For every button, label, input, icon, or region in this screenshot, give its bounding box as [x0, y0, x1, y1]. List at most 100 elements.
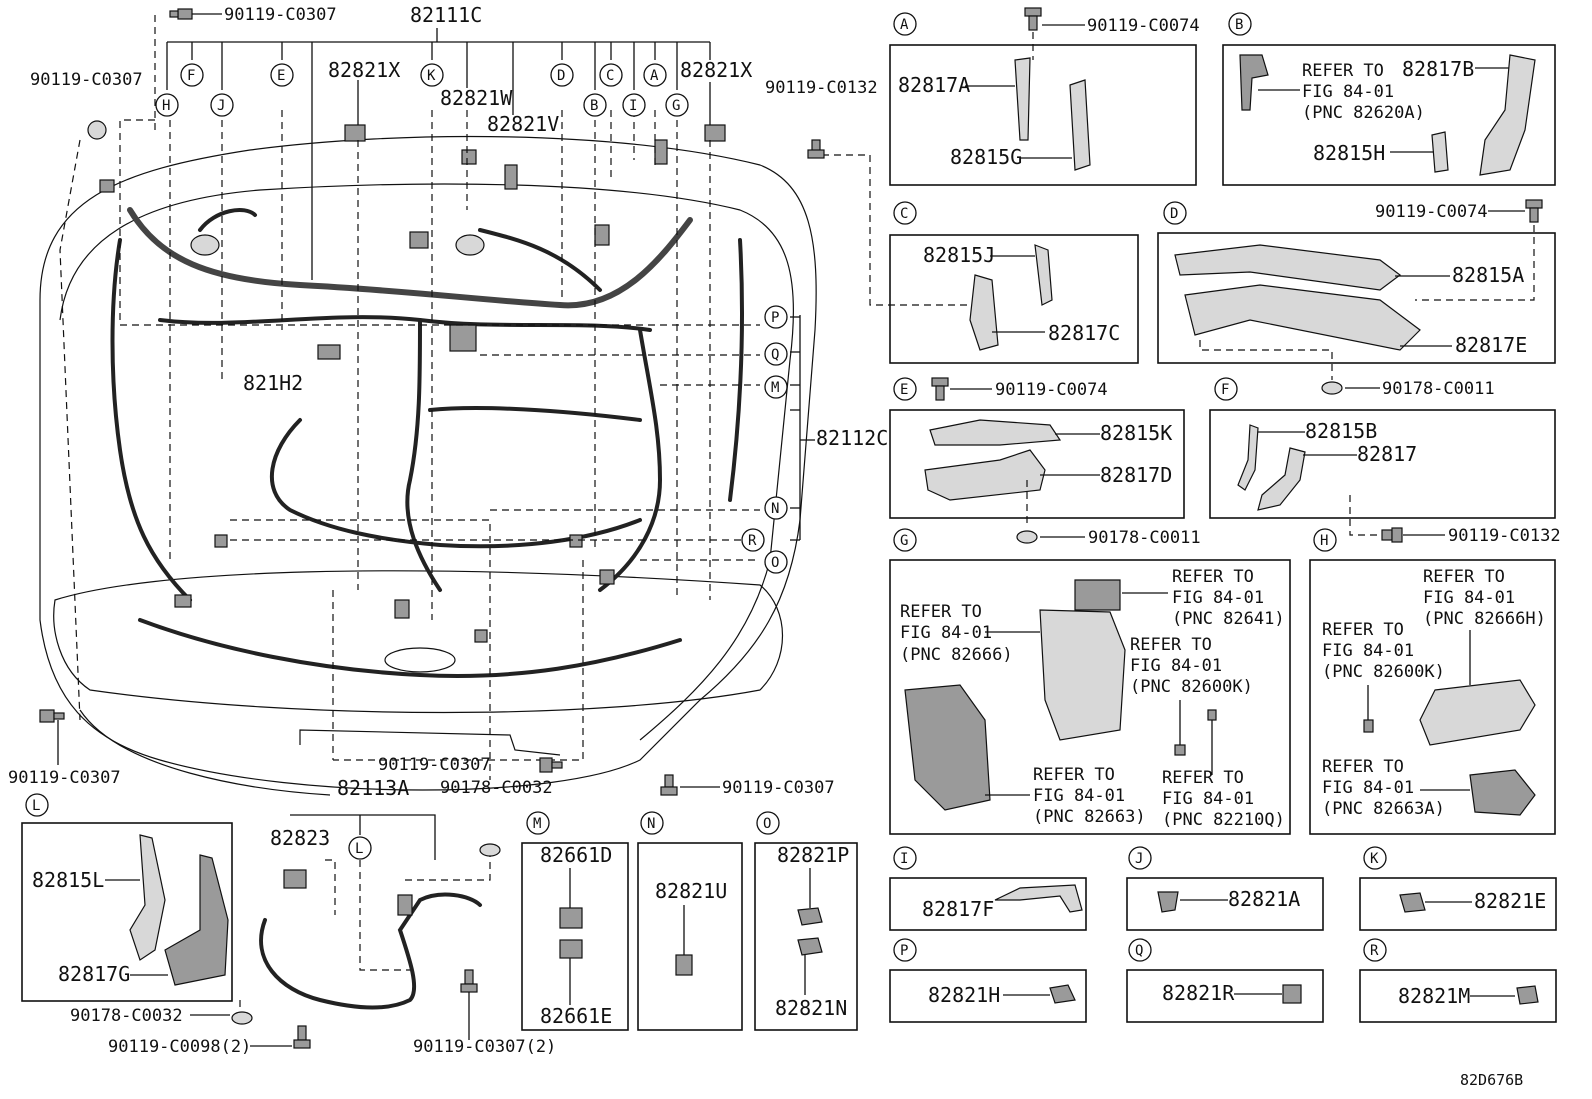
letter-A: A: [650, 68, 659, 84]
panel-M: M 82661D 82661E: [521, 811, 629, 1031]
panel-F-p2: 82817: [1357, 442, 1417, 466]
letter-D: D: [557, 68, 565, 84]
panel-B-l1: REFER TO: [1302, 61, 1384, 81]
panel-H-r2c: (PNC 82600K): [1322, 662, 1445, 682]
letter-R: R: [748, 533, 757, 549]
panel-H-r1b: FIG 84-01: [1423, 588, 1515, 608]
bolt-icon: [293, 1025, 311, 1049]
panel-H-r1a: REFER TO: [1423, 567, 1505, 587]
bolt-icon: [931, 377, 949, 401]
diagram-code: 82D676B: [1460, 1071, 1523, 1089]
letter-J: J: [217, 98, 225, 114]
panel-D-clip: 90178-C0011: [1382, 379, 1495, 399]
panel-letter: Q: [1135, 943, 1143, 959]
panel-G-r1b: FIG 84-01: [1172, 588, 1264, 608]
letter-Q: Q: [771, 347, 779, 363]
panel-G-r1a: REFER TO: [1172, 567, 1254, 587]
bolt-icon: [1024, 7, 1042, 31]
lower-left-bolt-label: 90119-C0307: [8, 768, 121, 788]
panel-D: D 90119-C0074 82815A 82817E 90178-C0011: [1157, 199, 1556, 399]
panel-letter: J: [1135, 851, 1143, 867]
bolt-icon: [87, 120, 107, 140]
panel-B-p1: 82817B: [1402, 57, 1474, 81]
harness-82113A-label: 82113A: [337, 776, 409, 800]
panel-N: N 82821U: [637, 811, 743, 1031]
panel-A: A 90119-C0074 82817A 82815G: [889, 7, 1200, 186]
panel-L-bolt2: 90119-C0307(2): [413, 1037, 556, 1057]
panel-A-p2: 82815G: [950, 145, 1022, 169]
panel-K: K 82821E: [1359, 846, 1557, 931]
panel-E-p2: 82817D: [1100, 463, 1172, 487]
panel-G-r4b: FIG 84-01: [1033, 786, 1125, 806]
panel-G-r5c: (PNC 82210Q): [1162, 810, 1285, 830]
panel-letter: A: [900, 17, 909, 33]
pn-82821X-b: 82821X: [680, 58, 752, 82]
panel-O-p1: 82821P: [777, 843, 849, 867]
panel-L-p2: 82817G: [58, 962, 130, 986]
panel-letter: N: [647, 816, 655, 832]
panel-G-r3b: FIG 84-01: [1130, 656, 1222, 676]
panel-letter: E: [900, 382, 908, 398]
panel-G-r3a: REFER TO: [1130, 635, 1212, 655]
panel-R-p1: 82821M: [1398, 984, 1470, 1008]
panel-letter: D: [1170, 206, 1178, 222]
panel-D-bolt: 90119-C0074: [1375, 202, 1488, 222]
letter-O: O: [771, 555, 779, 571]
panel-B-l3: (PNC 82620A): [1302, 103, 1425, 123]
letter-P: P: [771, 310, 779, 326]
panel-E-bolt: 90119-C0074: [995, 380, 1108, 400]
letter-C: C: [606, 68, 614, 84]
bottom-clip-label: 90178-C0032: [440, 778, 553, 798]
panel-letter: M: [533, 816, 541, 832]
panel-A-bolt: 90119-C0074: [1087, 16, 1200, 36]
letter-L-main: L: [355, 841, 363, 857]
panel-L-bolt1: 90119-C0098(2): [108, 1037, 251, 1057]
panel-letter: R: [1370, 943, 1379, 959]
panel-O-p2: 82821N: [775, 996, 847, 1020]
panel-E-clip: 90178-C0011: [1088, 528, 1201, 548]
letter-F: F: [187, 68, 195, 84]
panel-R: R 82821M: [1359, 938, 1557, 1023]
panel-H-r1c: (PNC 82666H): [1423, 609, 1546, 629]
clip-icon: [1016, 530, 1038, 544]
panel-letter: C: [900, 206, 908, 222]
pn-82823: 82823: [270, 826, 330, 850]
panel-C: C 82815J 82817C: [889, 201, 1139, 364]
top-bolt-label: 90119-C0307: [224, 5, 337, 25]
panel-P: P 82821H: [889, 938, 1087, 1023]
bolt-icon: [539, 757, 563, 773]
bolt-icon: [39, 709, 65, 723]
panel-G-r2a: REFER TO: [900, 602, 982, 622]
panel-N-p1: 82821U: [655, 879, 727, 903]
clip-icon: [1321, 381, 1343, 395]
panel-F: F 82815B 82817 90119-C0132: [1209, 377, 1561, 546]
panel-H-r3c: (PNC 82663A): [1322, 799, 1445, 819]
panel-H-r2a: REFER TO: [1322, 620, 1404, 640]
panel-J-p1: 82821A: [1228, 887, 1300, 911]
panel-B: B REFER TO FIG 84-01 (PNC 82620A) 82817B…: [1222, 12, 1556, 186]
panel-L-clip: 90178-C0032: [70, 1006, 183, 1026]
panel-L-p1: 82815L: [32, 868, 104, 892]
main-leader-lines: [57, 15, 990, 971]
letter-N: N: [771, 501, 779, 517]
letter-I: I: [629, 98, 637, 114]
bottom-bolt-b-label: 90119-C0307: [722, 778, 835, 798]
panel-C-p2: 82817C: [1048, 321, 1120, 345]
panel-B-p2: 82815H: [1313, 141, 1385, 165]
panel-letter: P: [900, 943, 908, 959]
pn-82821X-a: 82821X: [328, 58, 400, 82]
bottom-bolt-a-label: 90119-C0307: [378, 755, 491, 775]
main-harness-label: 82111C: [410, 3, 482, 27]
pn-821H2: 821H2: [243, 371, 303, 395]
bolt-icon: [460, 969, 478, 993]
pn-82821V: 82821V: [487, 112, 559, 136]
panel-G-r3c: (PNC 82600K): [1130, 677, 1253, 697]
panel-G: G REFER TO FIG 84-01 (PNC 82641) REFER T…: [889, 528, 1291, 835]
panel-Q: Q 82821R: [1126, 938, 1324, 1023]
letter-B: B: [590, 98, 598, 114]
panel-F-p1: 82815B: [1305, 419, 1377, 443]
left-bolt-label: 90119-C0307: [30, 70, 143, 90]
panel-G-r5a: REFER TO: [1162, 768, 1244, 788]
panel-H: H REFER TO FIG 84-01 (PNC 82666H) REFER …: [1309, 528, 1556, 835]
